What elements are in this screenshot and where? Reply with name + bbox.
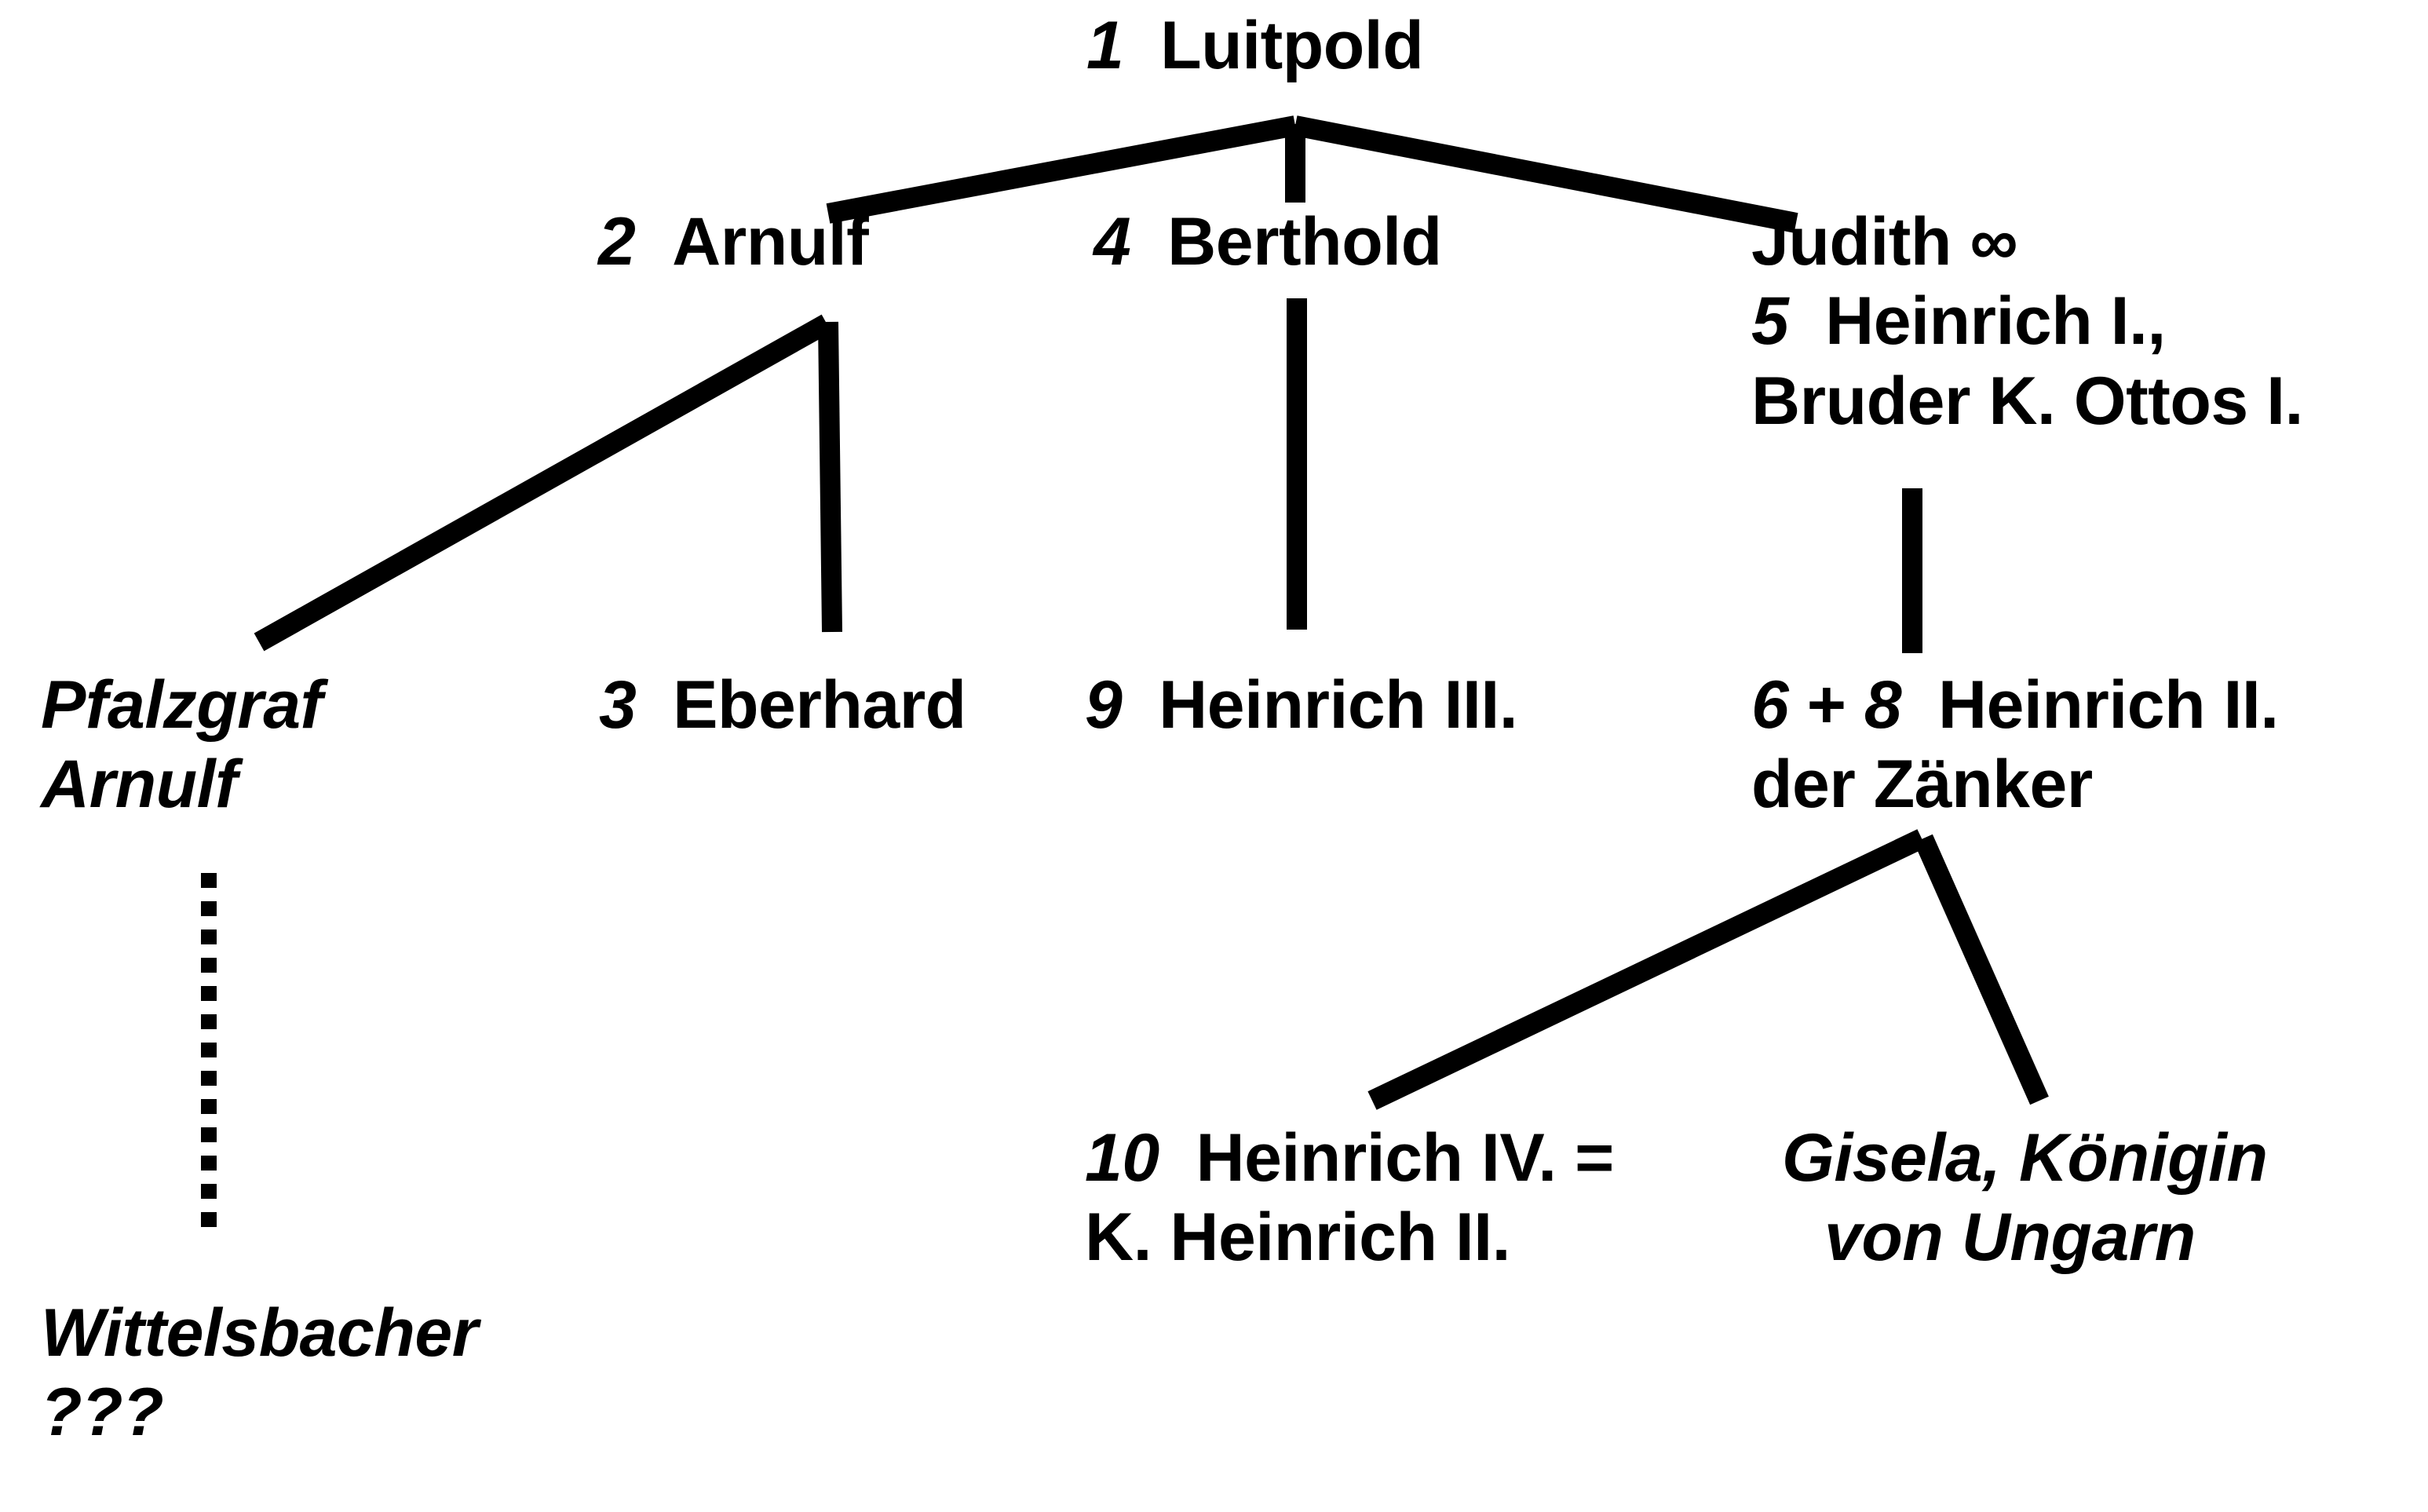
marriage-equals-icon: = [1575,1120,1614,1196]
node-berthold: 4 Berthold [1094,203,1442,282]
node-pfalzgraf-arnulf-line2: Arnulf [41,747,238,823]
node-heinrich-iv: 10 Heinrich IV. = K. Heinrich II. [1085,1119,1614,1278]
node-pfalzgraf-arnulf-line1: Pfalzgraf [41,667,323,743]
node-eberhard-name: Eberhard [673,667,966,743]
node-heinrich-iv-name: Heinrich IV. [1196,1120,1557,1196]
node-pfalzgraf-arnulf: Pfalzgraf Arnulf [41,666,323,825]
node-heinrich-ii-zaenker: 6 + 8 Heinrich II. der Zänker [1751,666,2279,825]
edge-zaenker-heinrichiv [1367,829,1926,1110]
node-luitpold-number: 1 [1086,8,1124,83]
edge-luitpold-arnulf [826,115,1298,224]
node-heinrich-iii-number: 9 [1085,667,1123,743]
node-zaenker-plus: + [1806,667,1846,743]
node-arnulf: 2 Arnulf [598,203,869,282]
node-arnulf-name: Arnulf [672,204,869,279]
edge-zaenker-gisela [1914,834,2049,1105]
edge-arnulf-pfalzgrafarnulf [254,314,832,652]
node-judith: Judith ∞ 5 Heinrich I., Bruder K. Ottos … [1751,203,2303,441]
edge-arnulf-eberhard [818,321,842,633]
node-zaenker-number-b: 8 [1864,667,1902,743]
node-judith-line1: Judith ∞ [1751,204,2018,279]
node-luitpold-name: Luitpold [1160,8,1424,83]
node-zaenker-number-a: 6 [1751,667,1789,743]
node-berthold-number: 4 [1094,204,1131,279]
node-gisela-line2: von Ungarn [1824,1200,2196,1276]
node-luitpold: 1 Luitpold [1086,6,1424,86]
node-wittelsbacher-line1: Wittelsbacher [41,1295,478,1371]
node-heinrich-iv-line2: K. Heinrich II. [1085,1200,1511,1276]
node-heinrich-iv-number: 10 [1085,1120,1159,1196]
node-eberhard-number: 3 [599,667,637,743]
node-heinrich-iii-name: Heinrich III. [1159,667,1518,743]
node-judith-line3: Bruder K. Ottos I. [1751,363,2303,439]
node-wittelsbacher: Wittelsbacher ??? [41,1294,478,1453]
node-zaenker-name: Heinrich II. [1938,667,2279,743]
node-gisela-line1: Gisela, Königin [1782,1120,2268,1196]
node-wittelsbacher-line2: ??? [41,1375,164,1451]
node-gisela: Gisela, Königin von Ungarn [1782,1119,2268,1278]
node-berthold-name: Berthold [1167,204,1442,279]
node-zaenker-line2: der Zänker [1751,747,2093,823]
node-judith-number: 5 [1751,283,1789,360]
node-arnulf-number: 2 [598,204,636,279]
node-judith-spouse: Heinrich I., [1825,283,2166,360]
node-heinrich-iii: 9 Heinrich III. [1085,666,1518,745]
node-eberhard: 3 Eberhard [599,666,966,745]
